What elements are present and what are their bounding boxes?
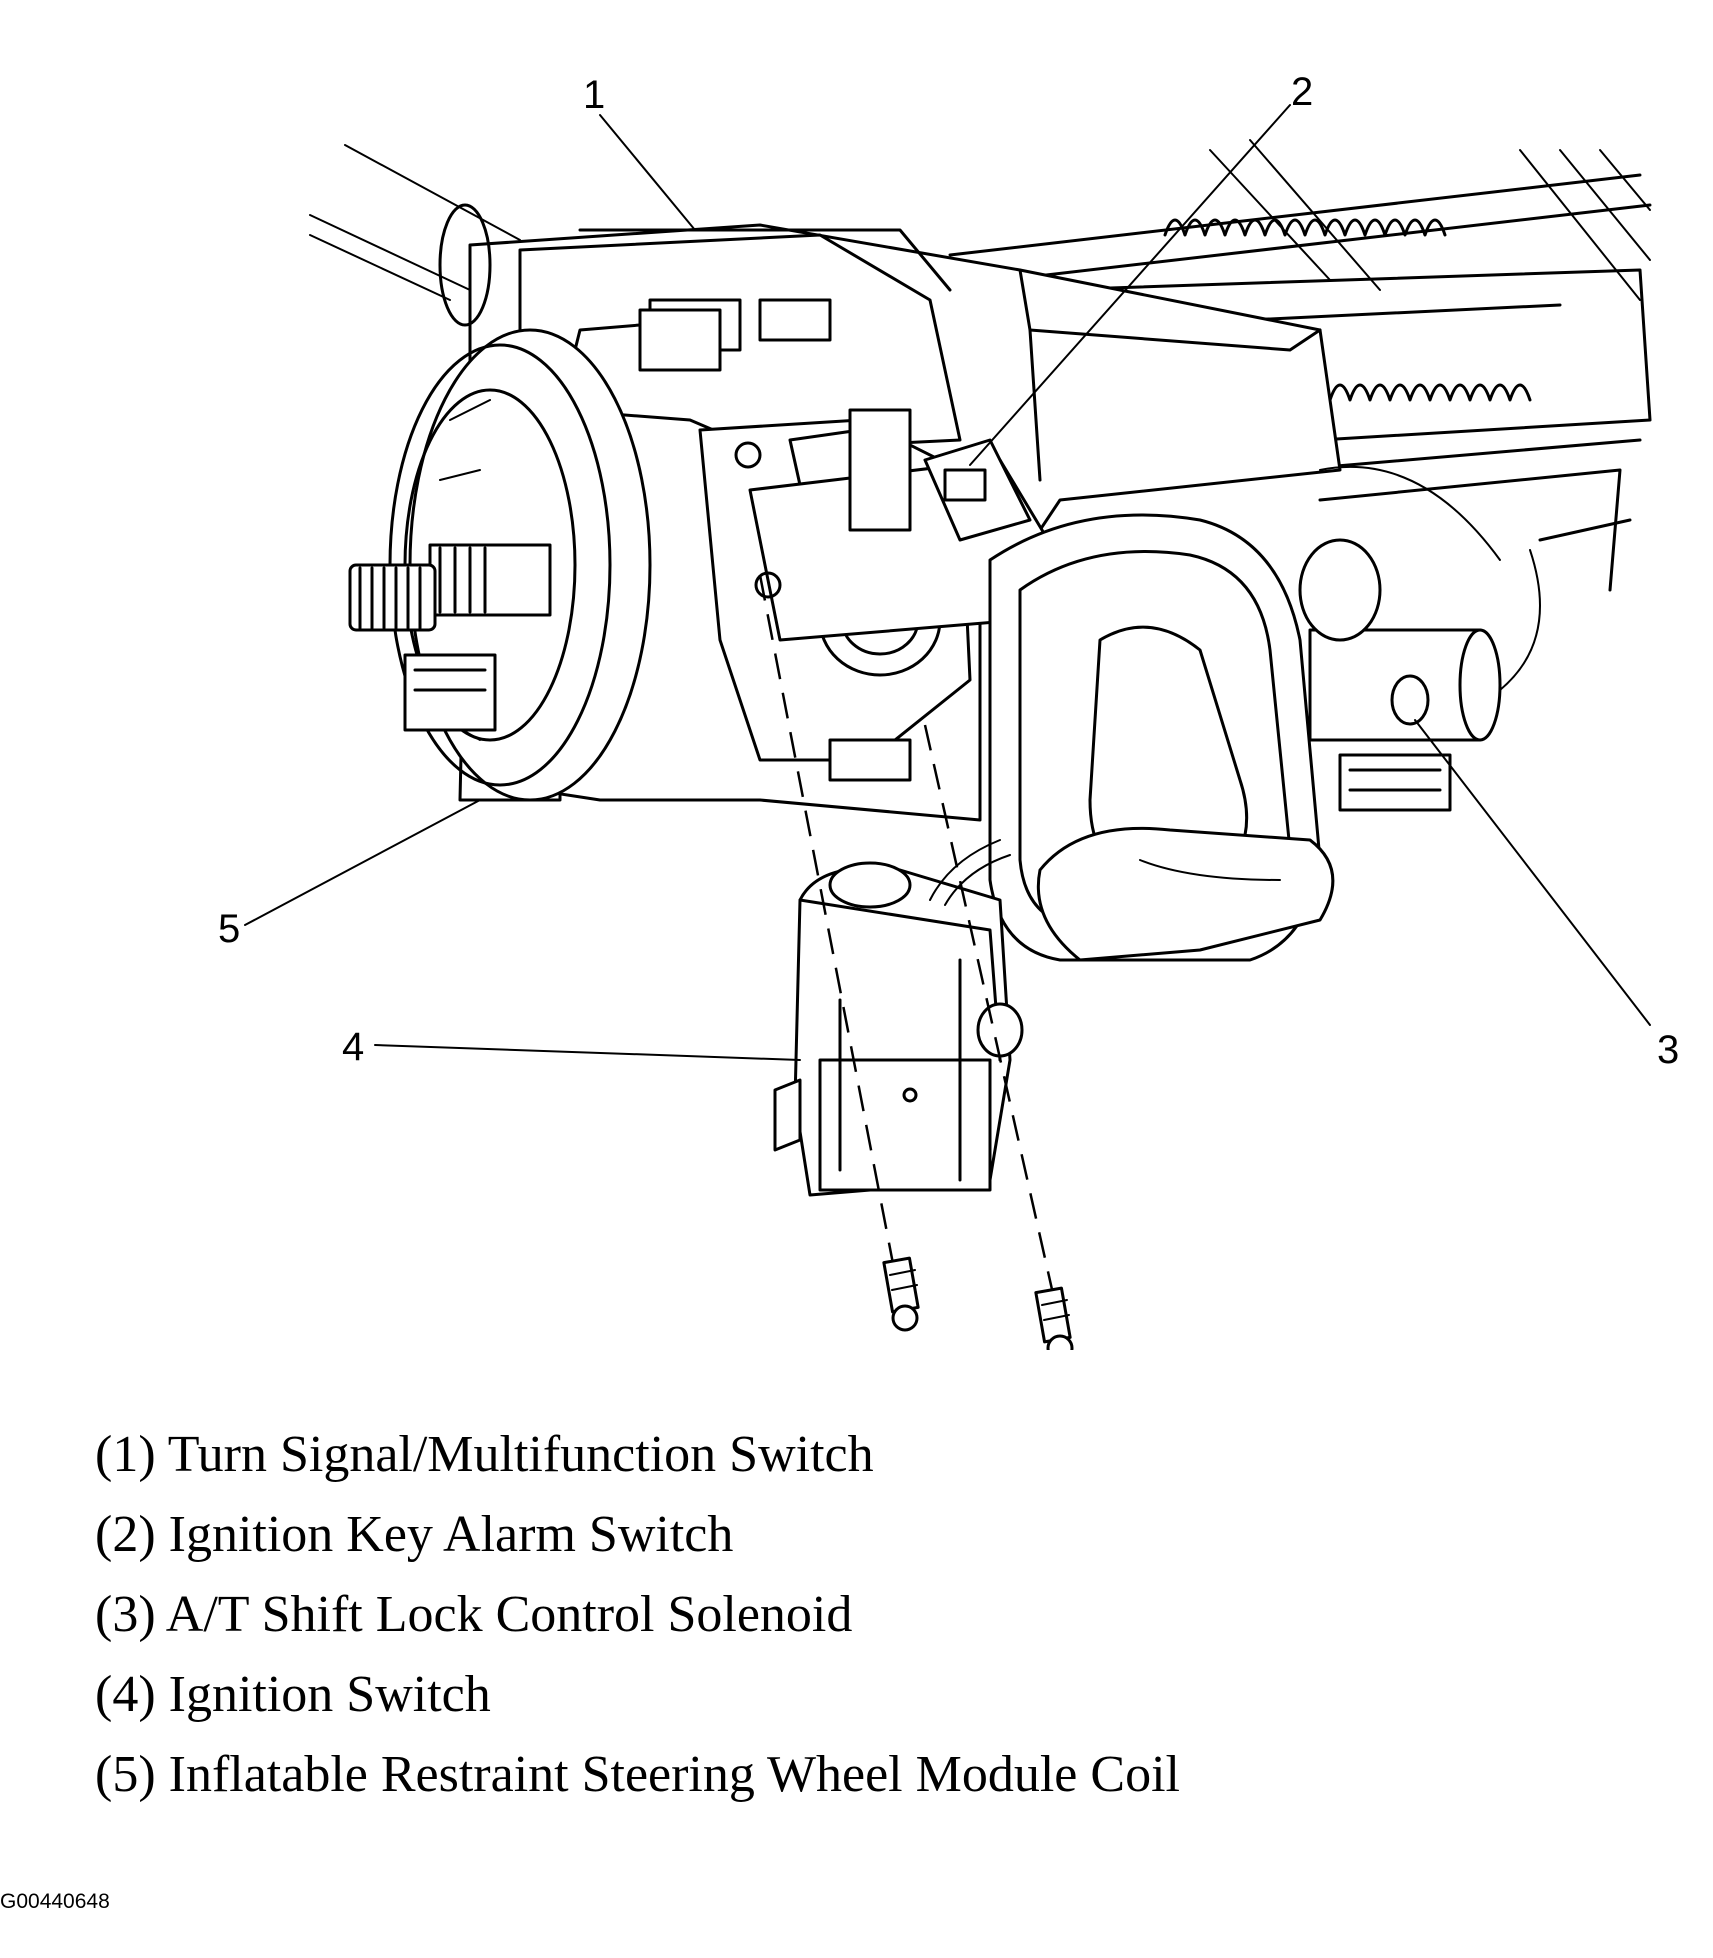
callout-4: 4 <box>342 1025 364 1069</box>
figure-code: G00440648 <box>0 1890 110 1913</box>
lock-housing <box>698 408 1062 782</box>
turn-signal-switch <box>518 233 962 452</box>
column-spring-lower <box>1308 383 1532 402</box>
steering-column-diagram: 1 2 3 4 5 <box>218 70 1679 1350</box>
ignition-switch <box>773 861 1024 1197</box>
legend-item-5: (5) Inflatable Restraint Steering Wheel … <box>95 1746 1180 1803</box>
component-legend: (1) Turn Signal/Multifunction Switch (2)… <box>95 1415 1180 1815</box>
callout-5: 5 <box>218 907 240 951</box>
callout-leaders <box>244 104 1651 1061</box>
callout-3: 3 <box>1657 1028 1679 1072</box>
steering-shaft-guide-lines <box>309 144 521 301</box>
ignition-switch-screws <box>758 574 1074 1350</box>
legend-item-1: (1) Turn Signal/Multifunction Switch <box>95 1426 874 1483</box>
shift-lever-boot <box>988 513 1335 962</box>
legend-item-3: (3) A/T Shift Lock Control Solenoid <box>95 1586 853 1643</box>
steering-shaft <box>348 543 552 732</box>
key-alarm-switch <box>923 438 1032 542</box>
legend-item-2: (2) Ignition Key Alarm Switch <box>95 1506 734 1563</box>
callout-1: 1 <box>583 73 605 117</box>
shift-lock-solenoid <box>1298 538 1541 812</box>
column-spring-upper <box>1163 218 1447 237</box>
callout-2: 2 <box>1291 70 1313 114</box>
legend-item-4: (4) Ignition Switch <box>95 1666 491 1723</box>
